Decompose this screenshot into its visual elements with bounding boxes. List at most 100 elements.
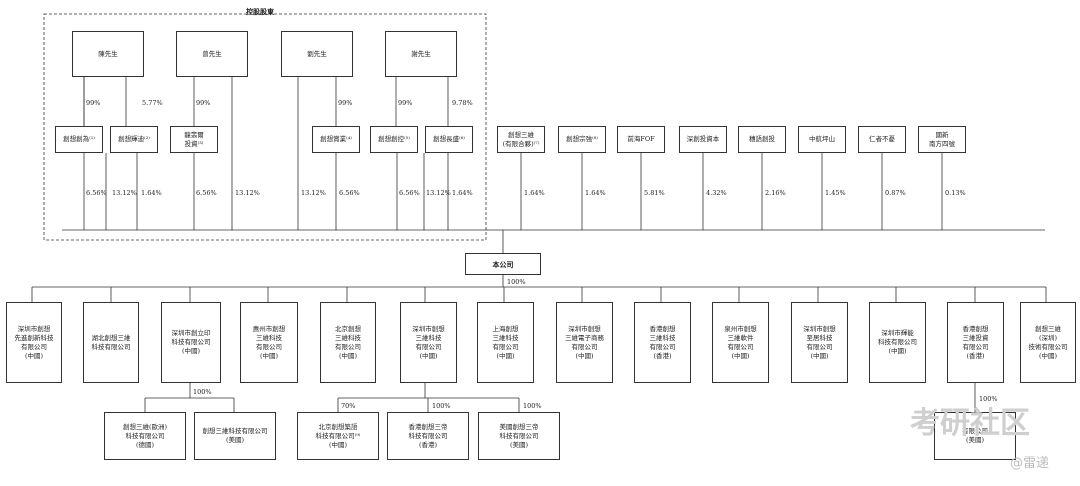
subsidiary-label: 泉州市創想 三維軟件 有限公司 (中國) (724, 324, 757, 360)
grandchild-box: 創想三維(歐洲) 科技有限公司 (德國) (104, 412, 186, 460)
grandchild-label: 美國創想三帝 科技有限公司 (美國) (499, 422, 539, 449)
holder-box: 前海FOF (617, 126, 665, 153)
pct-label: 13.12% (426, 189, 451, 197)
subsidiary-box: 惠州市創想 三維科技 有限公司 (中國) (240, 302, 298, 383)
subsidiary-label: 深圳市創想 至居科技 有限公司 (中國) (803, 324, 836, 360)
holder-label: 仁者不憂 (869, 135, 895, 143)
subsidiary-box: 深圳市創想 先進創新科技 有限公司 (中國) (6, 302, 62, 383)
pct-label: 99% (86, 99, 101, 107)
platform-box: 創想長盛⁽⁶⁾ (425, 126, 473, 153)
pct-label: 6.56% (196, 189, 217, 197)
subsidiary-label: 香港創想 三維科技 有限公司 (香港) (649, 324, 676, 360)
platform-box: 創想賞業⁽⁴⁾ (312, 126, 360, 153)
subsidiary-box: 深圳市輝能 科技有限公司 (中國) (869, 302, 926, 383)
platform-label: 創想創控⁽⁵⁾ (378, 135, 410, 143)
holder-box: 國新 南方四號 (918, 126, 966, 153)
group-border (43, 13, 487, 241)
subsidiary-box: 創想三維 (深圳) 技術有限公司 (中國) (1020, 302, 1076, 383)
subsidiary-box: 深圳市創立印 科技有限公司 (中國) (161, 302, 221, 383)
subsidiary-label: 惠州市創想 三維科技 有限公司 (中國) (252, 324, 286, 360)
pct-label: 1.64% (585, 189, 606, 197)
pct-label: 70% (341, 402, 356, 410)
subsidiary-box: 深圳市創想 三維科技 有限公司 (中國) (400, 302, 457, 383)
pct-label: 13.12% (301, 189, 326, 197)
founder-label: 劉先生 (307, 49, 327, 58)
pct-label: 6.56% (399, 189, 420, 197)
subsidiary-box: 湖北創想三維 科技有限公司 (83, 302, 139, 383)
pct-label: 6.56% (86, 189, 107, 197)
subsidiary-label: 創想三維 (深圳) 技術有限公司 (中國) (1028, 324, 1068, 360)
holder-label: 前海FOF (627, 135, 655, 143)
founder-box: 謝先生 (385, 31, 457, 77)
subsidiary-box: 深圳市創想 至居科技 有限公司 (中國) (791, 302, 848, 383)
grandchild-label: 創想三維科技有限公司 (美國) (202, 427, 268, 444)
pct-label: 1.64% (524, 189, 545, 197)
subsidiary-label: 深圳市創想 三維科技 有限公司 (中國) (412, 324, 445, 360)
pct-label: 100% (193, 388, 212, 396)
pct-label: 0.87% (885, 189, 906, 197)
subsidiary-box: 上海創想 三維科技 有限公司 (中國) (477, 302, 534, 383)
pct-label: 9.78% (452, 99, 473, 107)
subsidiary-label: 深圳市輝能 科技有限公司 (中國) (878, 329, 917, 355)
pct-label: 1.45% (825, 189, 846, 197)
holder-box: 創想三維 (有限合夥)⁽⁷⁾ (497, 126, 545, 153)
subsidiary-label: 香港創想 三維投資 有限公司 (香港) (962, 324, 989, 360)
platform-box: 創想創控⁽⁵⁾ (370, 126, 418, 153)
holder-box: 深創投資本 (679, 126, 727, 153)
pct-label: 1.64% (141, 189, 162, 197)
holder-box: 穗語創投 (738, 126, 786, 153)
platform-label: 創想創為⁽¹⁾ (63, 135, 95, 143)
platform-box: 創想輝迪⁽²⁾ (110, 126, 158, 153)
platform-box: 龍翡爾 投資⁽³⁾ (170, 126, 218, 153)
subsidiary-label: 深圳市創立印 科技有限公司 (中國) (171, 329, 211, 355)
holder-box: 仁者不憂 (858, 126, 906, 153)
pct-label: 2.16% (765, 189, 786, 197)
grandchild-label: 香港創想三帝 科技有限公司 (香港) (408, 422, 448, 449)
subsidiary-label: 上海創想 三維科技 有限公司 (中國) (492, 324, 519, 360)
founder-box: 曾先生 (176, 31, 248, 77)
watermark-logo: 考研社区 (910, 406, 1030, 441)
pct-label: 4.32% (706, 189, 727, 197)
pct-label: 100% (523, 402, 542, 410)
watermark-handle: @雷递 (1010, 456, 1050, 471)
grandchild-box: 創想三維科技有限公司 (美國) (194, 412, 276, 460)
subsidiary-box: 香港創想 三維投資 有限公司 (香港) (947, 302, 1004, 383)
grandchild-box: 美國創想三帝 科技有限公司 (美國) (478, 412, 560, 460)
subsidiary-label: 深圳市創想 先進創新科技 有限公司 (中國) (14, 324, 54, 360)
pct-label: 100% (979, 395, 998, 403)
pct-label: 13.12% (235, 189, 260, 197)
platform-label: 龍翡爾 投資⁽³⁾ (184, 130, 204, 148)
pct-label: 100% (432, 402, 451, 410)
grandchild-label: 有限公司 (美國) (962, 427, 988, 444)
holder-label: 深創投資本 (686, 135, 720, 143)
group-title: 控股股東 (246, 7, 274, 16)
pct-label: 5.77% (142, 99, 163, 107)
founder-label: 謝先生 (411, 49, 431, 58)
pct-label: 1.64% (452, 189, 473, 197)
platform-box: 創想創為⁽¹⁾ (55, 126, 103, 153)
pct-label: 5.81% (644, 189, 665, 197)
founder-box: 陳先生 (72, 31, 144, 77)
platform-label: 創想賞業⁽⁴⁾ (320, 135, 352, 143)
grandchild-label: 北京創想築語 科技有限公司⁽⁹⁾ (中國) (315, 422, 361, 449)
company-box: 本公司 (465, 253, 541, 275)
holder-label: 國新 南方四號 (929, 130, 955, 148)
subsidiary-label: 北京創想 三維科技 有限公司 (中國) (335, 324, 361, 360)
holder-label: 穗語創投 (749, 135, 775, 143)
grandchild-box: 有限公司 (美國) (934, 412, 1016, 460)
founder-label: 陳先生 (98, 49, 118, 58)
pct-label: 6.56% (339, 189, 360, 197)
subsidiary-label: 湖北創想三維 科技有限公司 (91, 333, 131, 351)
subsidiary-box: 深圳市創想 三維電子商務 有限公司 (中國) (556, 302, 613, 383)
platform-label: 創想輝迪⁽²⁾ (118, 135, 150, 143)
platform-label: 創想長盛⁽⁶⁾ (433, 135, 465, 143)
subsidiary-label: 深圳市創想 三維電子商務 有限公司 (中國) (565, 324, 604, 360)
holder-label: 中航坪山 (809, 135, 835, 143)
pct-label: 100% (507, 278, 526, 286)
pct-label: 0.13% (945, 189, 966, 197)
holder-label: 創想三維 (有限合夥)⁽⁷⁾ (502, 130, 540, 148)
pct-label: 99% (338, 99, 353, 107)
holder-box: 創想宗強⁽⁸⁾ (558, 126, 606, 153)
